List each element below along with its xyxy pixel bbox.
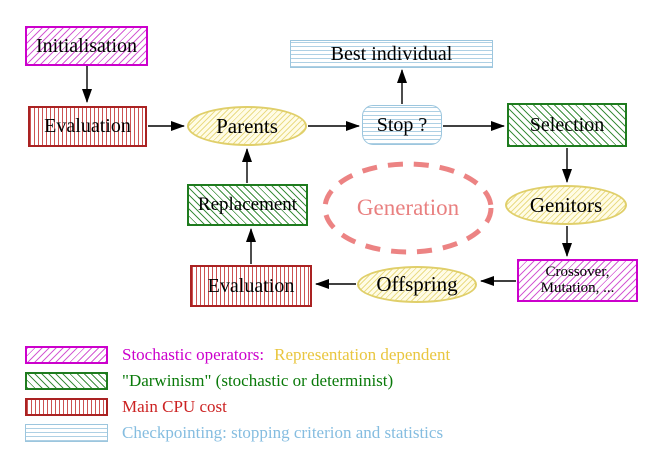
node-offspring-label: Offspring <box>376 272 458 297</box>
node-initialisation: Initialisation <box>25 26 148 66</box>
legend-row-cpu-cost: Main CPU cost <box>25 397 227 417</box>
node-stop-label: Stop ? <box>376 113 428 136</box>
node-best-individual: Best individual <box>290 40 493 68</box>
node-evaluation-top-label: Evaluation <box>44 115 131 137</box>
node-parents-label: Parents <box>216 113 278 138</box>
legend-checkpointing-label: Checkpointing: stopping criterion and st… <box>122 423 444 442</box>
legend-swatch-cyan-stripes <box>25 424 108 442</box>
node-selection-label: Selection <box>529 113 605 136</box>
node-evaluation-bottom: Evaluation <box>190 265 312 307</box>
generation-text: Generation <box>356 195 460 220</box>
node-genitors-label: Genitors <box>529 192 603 217</box>
legend-darwinism-label: "Darwinism" (stochastic or determinist) <box>122 371 394 390</box>
legend-row-stochastic: Stochastic operators: Representation dep… <box>25 345 450 365</box>
node-replacement: Replacement <box>187 184 308 226</box>
legend-row-darwinism: "Darwinism" (stochastic or determinist) <box>25 371 393 391</box>
node-crossover-line2: Mutation, ... <box>540 279 615 296</box>
node-offspring: Offspring <box>357 266 477 303</box>
node-stop: Stop ? <box>362 105 442 145</box>
node-evaluation-top: Evaluation <box>28 106 147 147</box>
node-selection: Selection <box>507 103 627 147</box>
node-evaluation-bottom-label: Evaluation <box>207 274 295 297</box>
node-crossover-line1: Crossover, <box>545 263 610 280</box>
legend-row-checkpointing: Checkpointing: stopping criterion and st… <box>25 423 443 443</box>
node-crossover-mutation: Crossover, Mutation, ... <box>517 259 638 302</box>
legend-stochastic-qualifier: Representation dependent <box>274 345 451 364</box>
node-initialisation-label: Initialisation <box>35 34 138 57</box>
legend-swatch-red-stripes <box>25 398 108 416</box>
legend-swatch-green-hatch <box>25 372 108 390</box>
legend-stochastic-label: Stochastic operators: <box>122 345 265 364</box>
node-parents: Parents <box>187 106 307 146</box>
legend-swatch-magenta-hatch <box>25 346 108 364</box>
node-genitors: Genitors <box>505 185 627 225</box>
legend-cpu-label: Main CPU cost <box>122 397 227 416</box>
node-generation-label: Generation <box>325 194 491 222</box>
node-replacement-label: Replacement <box>197 194 298 216</box>
node-best-individual-label: Best individual <box>330 42 453 65</box>
